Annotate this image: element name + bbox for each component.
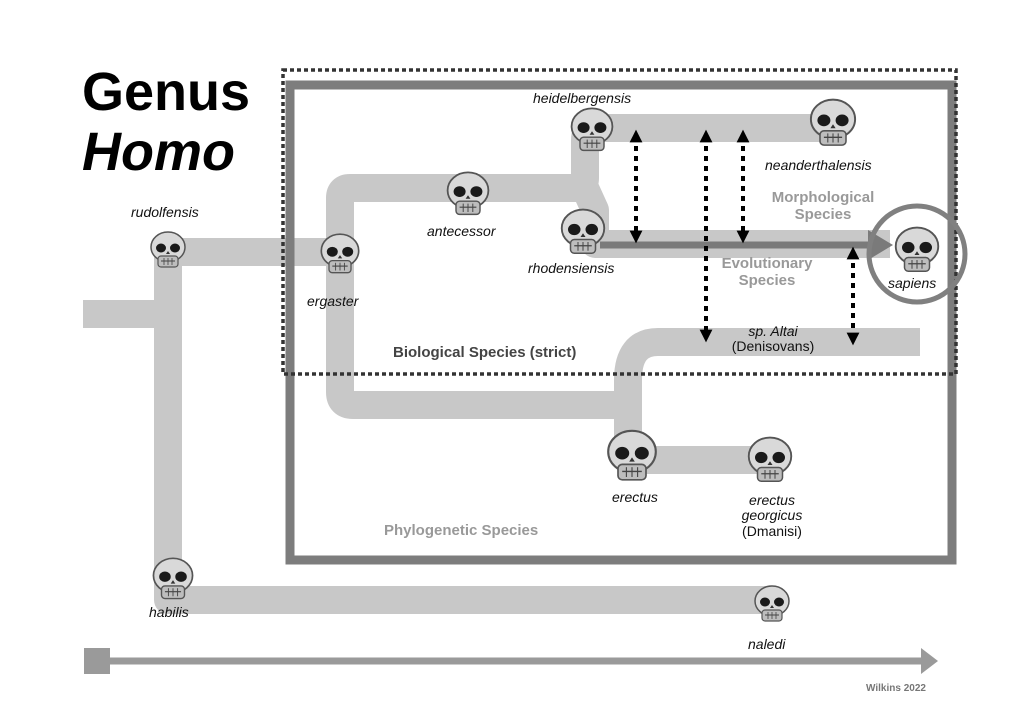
label-rudolfensis: rudolfensis: [131, 204, 199, 220]
branch-habilis: [154, 314, 775, 614]
label-biological-species: Biological Species (strict): [393, 344, 577, 361]
label-morphological-line1: Morphological: [771, 189, 875, 206]
skull-icon: [747, 436, 793, 483]
label-naledi: naledi: [748, 636, 786, 652]
phylogenetic-species-box: [285, 80, 957, 565]
label-evolutionary-line1: Evolutionary: [721, 255, 813, 272]
label-georgicus-species: georgicus: [741, 507, 803, 524]
label-morphological-species: Morphological Species: [768, 189, 878, 223]
label-morphological-line2: Species: [794, 205, 852, 223]
label-evolutionary-species: Evolutionary Species: [712, 255, 822, 289]
label-evolutionary-line2: Species: [738, 271, 796, 289]
branch-antecessor: [326, 174, 470, 252]
biological-species-box: [281, 68, 958, 376]
title-genus: Genus: [82, 62, 251, 122]
time-axis-arrowhead: [921, 648, 938, 674]
label-altai-common: (Denisovans): [731, 338, 815, 355]
skull-icon: [894, 226, 940, 273]
label-erectus: erectus: [612, 489, 658, 505]
label-antecessor: antecessor: [427, 223, 496, 239]
label-georgicus-genus: erectus: [749, 492, 795, 508]
label-altai: sp. Altai (Denisovans): [718, 323, 828, 355]
credit: Wilkins 2022: [866, 683, 926, 694]
label-ergaster: ergaster: [307, 293, 359, 309]
morphological-species-circle: [866, 203, 968, 305]
label-sapiens: sapiens: [888, 275, 937, 291]
skull-icon: [753, 584, 791, 623]
title-homo: Homo: [82, 122, 235, 182]
label-altai-name: sp. Altai: [748, 323, 798, 339]
label-habilis: habilis: [149, 604, 189, 620]
label-heidelbergensis: heidelbergensis: [533, 90, 632, 106]
label-georgicus: erectus georgicus (Dmanisi): [722, 492, 822, 539]
branch-erectus: [614, 328, 920, 405]
time-axis-start: [84, 648, 110, 674]
label-georgicus-site: (Dmanisi): [742, 522, 802, 539]
branch-ergaster: [326, 252, 628, 419]
label-rhodensiensis: rhodensiensis: [528, 260, 615, 276]
label-neanderthalensis: neanderthalensis: [765, 157, 872, 173]
label-phylogenetic-species: Phylogenetic Species: [384, 522, 539, 539]
skull-icon: [446, 171, 490, 216]
